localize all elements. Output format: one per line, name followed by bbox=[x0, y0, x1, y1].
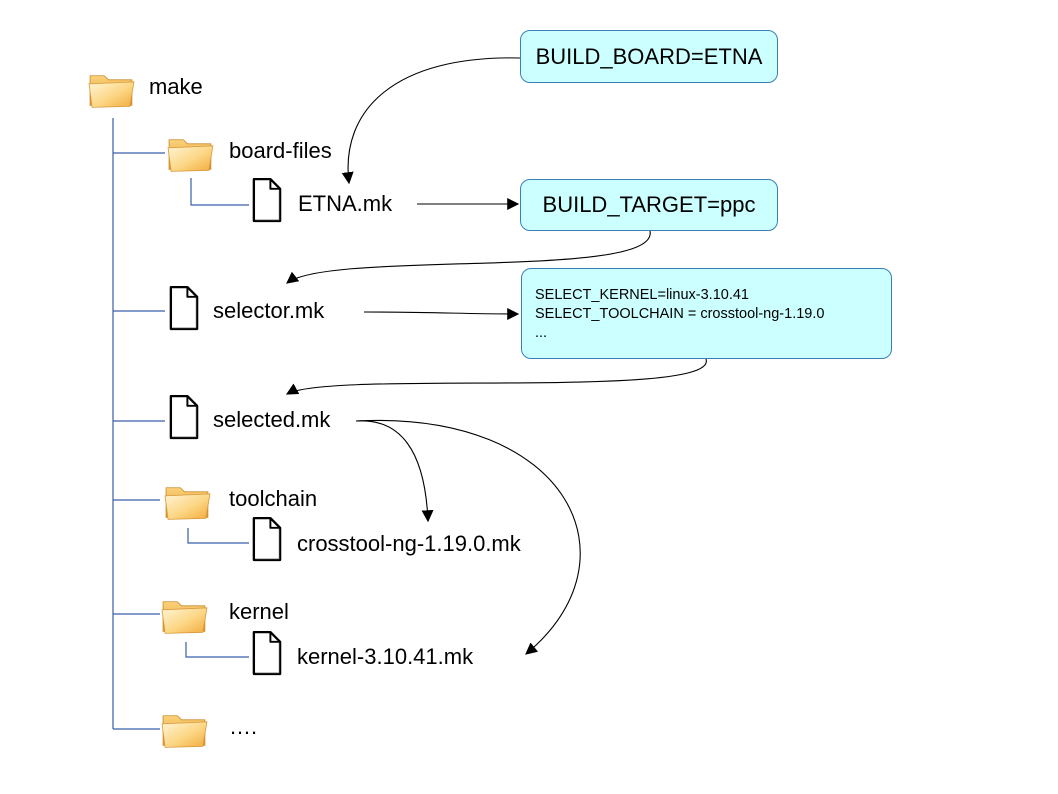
file-label-crosstool-mk: crosstool-ng-1.19.0.mk bbox=[297, 531, 521, 556]
tree-lines bbox=[112, 118, 249, 730]
folder-label-more: …. bbox=[229, 714, 258, 739]
selections-ellipsis-line: ... bbox=[535, 325, 548, 341]
folder-label-make: make bbox=[149, 74, 203, 99]
build-target-box: BUILD_TARGET=ppc bbox=[520, 179, 778, 231]
file-label-selected-mk: selected.mk bbox=[213, 407, 331, 432]
file-icon-selector-mk bbox=[169, 285, 199, 331]
build-board-box: BUILD_BOARD=ETNA bbox=[520, 30, 778, 83]
build-target-text: BUILD_TARGET=ppc bbox=[542, 192, 756, 217]
selections-box: SELECT_KERNEL=linux-3.10.41 SELECT_TOOLC… bbox=[521, 268, 892, 359]
folder-label-kernel: kernel bbox=[229, 599, 289, 624]
arrow-build-target-to-selector bbox=[286, 230, 651, 284]
file-label-kernel-mk: kernel-3.10.41.mk bbox=[297, 644, 474, 669]
file-icon-kernel-mk bbox=[252, 630, 282, 676]
file-icon-etna-mk bbox=[252, 177, 282, 223]
build-board-text: BUILD_BOARD=ETNA bbox=[535, 43, 763, 69]
arrow-selector-to-selections bbox=[363, 307, 520, 320]
select-toolchain-line: SELECT_TOOLCHAIN = crosstool-ng-1.19.0 bbox=[535, 306, 825, 322]
file-label-etna-mk: ETNA.mk bbox=[298, 191, 393, 216]
arrow-build-board-to-etna bbox=[341, 57, 521, 185]
folder-label-board-files: board-files bbox=[229, 138, 332, 163]
file-icon-selected-mk bbox=[169, 394, 199, 440]
folder-label-toolchain: toolchain bbox=[229, 486, 318, 511]
file-icon-crosstool-mk bbox=[252, 516, 282, 562]
folder-icon-kernel bbox=[161, 601, 208, 634]
folder-icon-toolchain bbox=[164, 487, 211, 520]
folder-icon-more bbox=[161, 715, 208, 748]
arrow-selected-to-crosstool bbox=[355, 420, 434, 523]
folder-icon-board-files bbox=[167, 139, 214, 172]
file-label-selector-mk: selector.mk bbox=[213, 298, 325, 323]
arrow-selected-to-kernel bbox=[355, 419, 581, 655]
select-kernel-line: SELECT_KERNEL=linux-3.10.41 bbox=[535, 287, 749, 303]
folder-icon-make bbox=[88, 75, 135, 108]
arrow-selections-to-selected bbox=[285, 358, 707, 395]
